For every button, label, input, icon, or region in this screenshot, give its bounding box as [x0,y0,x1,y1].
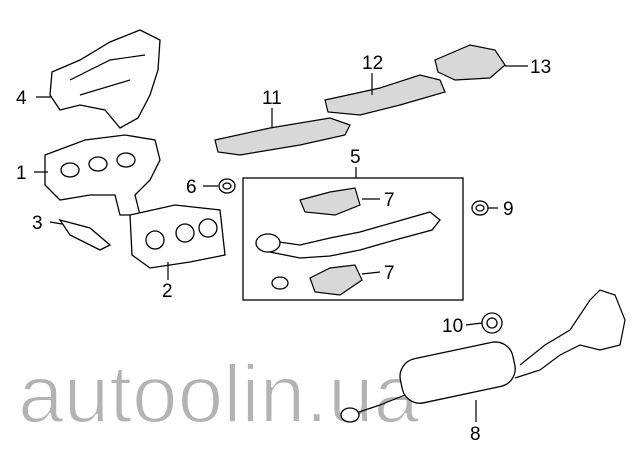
part-hanger-insulator[interactable] [481,312,503,334]
callout-4: 4 [16,88,27,109]
callout-8: 8 [470,424,481,445]
part-converter-heat-shield-upper[interactable] [299,187,361,216]
leader-lines [34,65,528,422]
part-floor-heat-insulator-center[interactable] [324,74,446,116]
callout-2: 2 [162,281,173,302]
callout-7-upper: 7 [384,190,395,211]
part-manifold-stay[interactable] [58,218,112,251]
part-manifold-gasket[interactable] [129,204,226,269]
part-muffler-tail-pipe[interactable] [340,289,626,423]
part-manifold-heat-shield[interactable] [49,29,161,129]
part-floor-heat-insulator-rear[interactable] [434,44,506,81]
callout-5: 5 [350,147,361,168]
part-floor-heat-insulator-front[interactable] [214,117,351,156]
callout-11: 11 [262,88,282,109]
callout-6: 6 [186,177,197,198]
part-exhaust-manifold[interactable] [44,134,161,216]
watermark: autoolin.ua [18,349,420,440]
part-front-pipe-converter[interactable] [255,211,441,259]
callout-1: 1 [16,163,27,184]
callout-12: 12 [362,53,383,74]
callout-7-lower: 7 [384,263,395,284]
callout-3: 3 [32,213,43,234]
callout-10: 10 [442,316,463,337]
callout-13: 13 [530,57,551,78]
part-gasket-ring[interactable] [218,178,236,194]
part-converter-heat-shield-lower[interactable] [309,264,363,296]
part-gasket-ring-rear[interactable] [471,200,489,216]
callout-9: 9 [503,199,514,220]
part-clamp[interactable] [271,276,289,290]
assembly-box [242,177,464,301]
